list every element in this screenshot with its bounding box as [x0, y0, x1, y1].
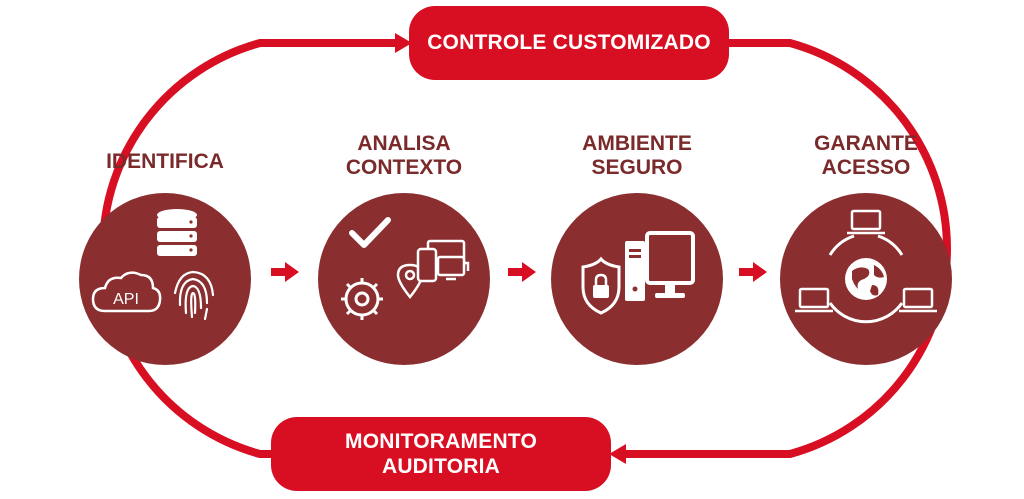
step-label-line1: AMBIENTE: [582, 132, 692, 155]
step-label-line2: SEGURO: [591, 156, 683, 179]
desktop-computer-icon: [625, 231, 695, 301]
cloud-api-icon: API: [91, 271, 162, 313]
network-ring: [828, 234, 904, 324]
gear-icon: [341, 278, 383, 320]
step-label-line1: IDENTIFICA: [106, 150, 224, 173]
audit-label: AUDITORIA: [381, 455, 501, 478]
step-label-line2: CONTEXTO: [345, 156, 463, 179]
database-icon: [157, 209, 197, 256]
step-arrow-2: [508, 262, 536, 282]
step-label-ensure-access: GARANTE ACESSO: [756, 128, 976, 180]
custom-control-label: CONTROLE CUSTOMIZADO: [427, 31, 711, 54]
loop-arrowhead-bottom: [609, 444, 626, 464]
step-label-identify: IDENTIFICA: [55, 128, 275, 174]
fingerprint-icon: [173, 270, 215, 321]
step-circle-analyze-context: [318, 193, 490, 365]
custom-control-pill: CONTROLE CUSTOMIZADO: [409, 6, 729, 80]
loop-track-path-right: [624, 39, 951, 458]
step-circle-secure-environment: [551, 193, 723, 365]
shield-lock-icon: [581, 256, 621, 315]
step-label-analyze-context: ANALISA CONTEXTO: [294, 128, 514, 180]
devices-icon: [416, 239, 470, 283]
monitoring-audit-pill: MONITORAMENTO AUDITORIA: [271, 417, 611, 491]
laptop-network-icon: [795, 209, 937, 313]
globe-icon: [845, 258, 887, 300]
api-text: API: [113, 291, 139, 308]
step-label-secure-environment: AMBIENTE SEGURO: [527, 128, 747, 180]
step-circle-ensure-access: [780, 193, 952, 365]
step-label-line1: GARANTE: [814, 132, 918, 155]
step-arrow-1: [271, 262, 299, 282]
checkmark-icon: [349, 217, 391, 248]
step-arrow-3: [739, 262, 767, 282]
step-label-line2: ACESSO: [821, 156, 911, 179]
step-label-line1: ANALISA: [357, 132, 451, 155]
monitoring-label: MONITORAMENTO: [345, 430, 537, 453]
step-circle-identify: API: [79, 193, 251, 365]
loop-arrowhead-top: [395, 33, 412, 53]
